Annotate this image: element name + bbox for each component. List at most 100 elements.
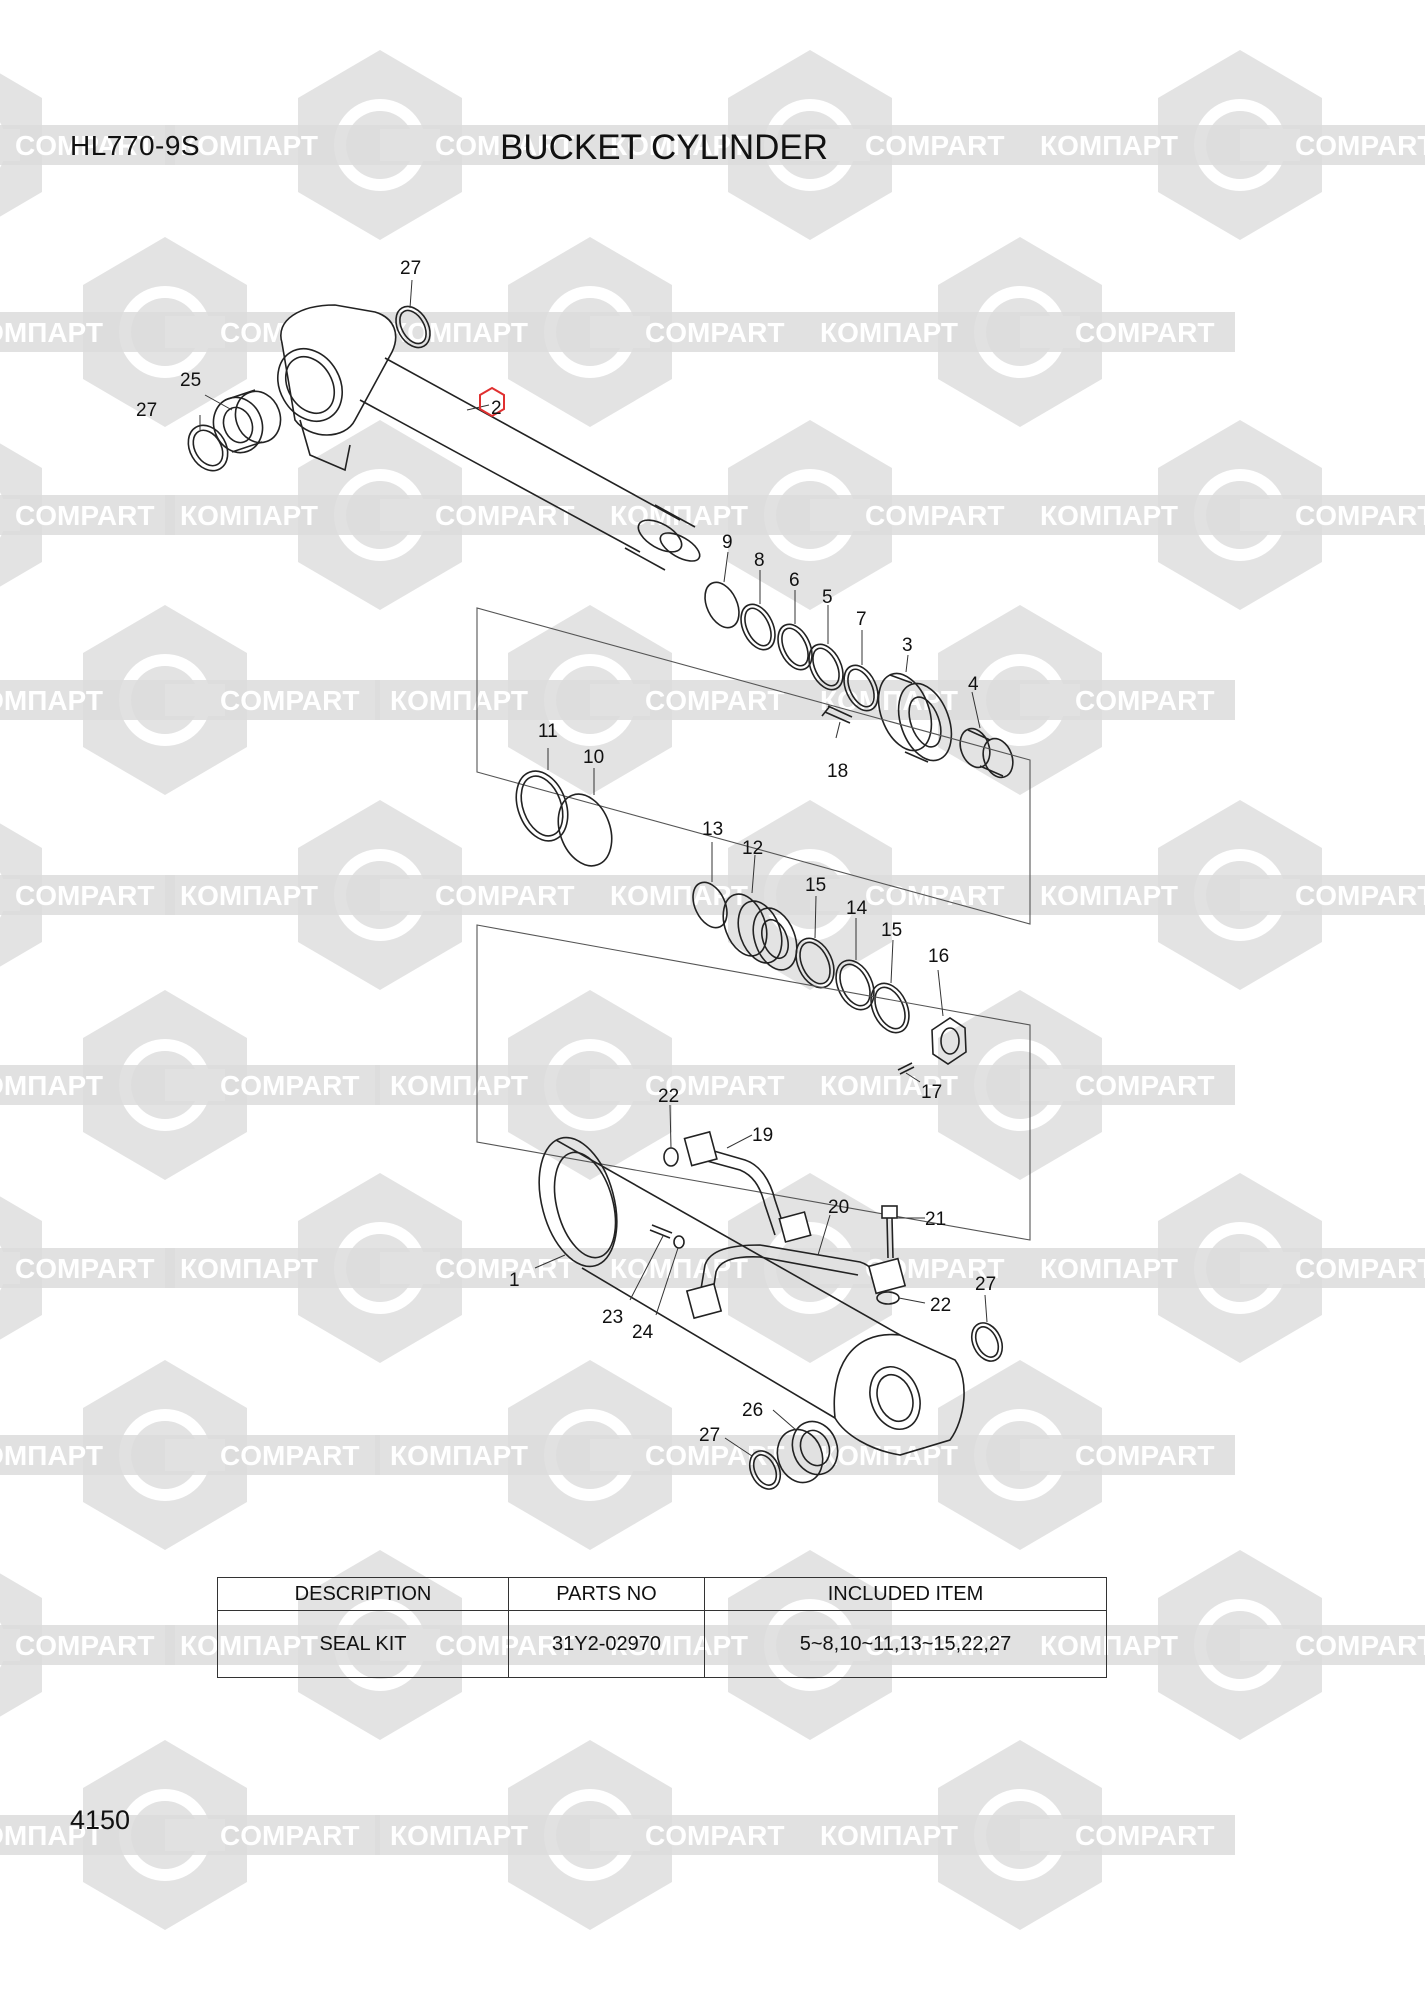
callout-5: 5 <box>822 587 833 608</box>
watermark-text-latin: COMPART <box>15 500 154 531</box>
watermark-text-cyrillic: КОМПАРТ <box>820 1070 958 1101</box>
cell-included-item: 5~8,10~11,13~15,22,27 <box>704 1610 1107 1678</box>
watermark-text-latin: COMPART <box>220 1820 359 1851</box>
watermark-text-cyrillic: КОМПАРТ <box>610 500 748 531</box>
watermark-text-cyrillic: КОМПАРТ <box>1040 500 1178 531</box>
watermark-text-latin: COMPART <box>645 1070 784 1101</box>
watermark-text-cyrillic: КОМПАРТ <box>0 1820 103 1851</box>
seal-5 <box>808 643 844 691</box>
watermark-text-cyrillic: КОМПАРТ <box>0 685 103 716</box>
watermark-text-cyrillic: КОМПАРТ <box>390 1820 528 1851</box>
bolt-23 <box>649 1224 673 1239</box>
seal-kit-table: DESCRIPTION PARTS NO INCLUDED ITEM SEAL … <box>217 1577 1107 1678</box>
watermark-text-latin: COMPART <box>435 500 574 531</box>
watermark-text-latin: COMPART <box>1295 880 1425 911</box>
callout-24: 24 <box>632 1322 654 1343</box>
page-number: 4150 <box>70 1805 131 1835</box>
rod-eye <box>277 304 397 472</box>
washer-24 <box>673 1235 685 1249</box>
watermark-text-latin: COMPART <box>15 1630 154 1661</box>
gland-3 <box>877 672 953 763</box>
cylinder-tube-1 <box>538 1136 965 1456</box>
o-ring-22-b <box>876 1291 900 1305</box>
watermark-text-latin: COMPART <box>865 500 1004 531</box>
callout-16: 16 <box>928 946 949 967</box>
callout-3: 3 <box>902 635 913 656</box>
watermark-text-cyrillic: КОМПАРТ <box>180 130 318 161</box>
bushing-4 <box>959 727 1014 779</box>
watermark-text-cyrillic: КОМПАРТ <box>1040 880 1178 911</box>
callout-10: 10 <box>583 747 604 768</box>
watermark-text-latin: COMPART <box>1295 1630 1425 1661</box>
watermark-text-latin: COMPART <box>435 130 574 161</box>
callout-8: 8 <box>754 550 765 571</box>
watermark-text-cyrillic: КОМПАРТ <box>0 317 103 348</box>
callout-13: 13 <box>702 819 723 840</box>
page-title: BUCKET CYLINDER <box>500 128 829 167</box>
watermark-text-latin: COMPART <box>435 880 574 911</box>
pipe-20 <box>699 1244 879 1296</box>
ring-15-b <box>870 982 910 1034</box>
wiper-ring-27-top <box>395 305 431 349</box>
o-ring-22-a <box>663 1147 679 1167</box>
callout-18: 18 <box>827 761 848 782</box>
callout-1: 1 <box>509 1270 520 1291</box>
seal-8 <box>740 603 776 651</box>
callout-23: 23 <box>602 1307 623 1328</box>
callout-9: 9 <box>722 532 733 553</box>
watermark-text-cyrillic: КОМПАРТ <box>180 880 318 911</box>
watermark-text-latin: COMPART <box>865 130 1004 161</box>
callout-19: 19 <box>752 1125 773 1146</box>
watermark-text-cyrillic: КОМПАРТ <box>0 1440 103 1471</box>
callout-20: 20 <box>828 1197 849 1218</box>
watermark-text-latin: COMPART <box>1075 1440 1214 1471</box>
header-description: DESCRIPTION <box>217 1577 509 1611</box>
snap-ring-9 <box>704 581 740 629</box>
callout-2: 2 <box>491 398 502 419</box>
callout-27: 27 <box>699 1425 720 1446</box>
watermark-text-cyrillic: КОМПАРТ <box>390 1440 528 1471</box>
watermark-text-cyrillic: КОМПАРТ <box>610 130 748 161</box>
callout-6: 6 <box>789 570 800 591</box>
callout-22: 22 <box>930 1295 951 1316</box>
watermark-text-cyrillic: КОМПАРТ <box>0 1070 103 1101</box>
bolt-21 <box>886 1217 894 1259</box>
o-ring-13 <box>692 881 728 929</box>
watermark-text-latin: COMPART <box>220 1070 359 1101</box>
seal-6 <box>777 623 813 671</box>
watermark-text-cyrillic: КОМПАРТ <box>390 1070 528 1101</box>
bolt-18 <box>821 705 853 724</box>
assembly-bracket-lower <box>476 924 1031 1241</box>
watermark-text-cyrillic: КОМПАРТ <box>390 685 528 716</box>
callout-4: 4 <box>968 674 979 695</box>
watermark-text-cyrillic: КОМПАРТ <box>180 1253 318 1284</box>
watermark-text-latin: COMPART <box>1075 685 1214 716</box>
cell-parts-no: 31Y2-02970 <box>508 1610 705 1678</box>
callout-12: 12 <box>742 838 763 859</box>
callout-17: 17 <box>921 1082 942 1103</box>
o-ring-10 <box>557 793 613 867</box>
model-code: HL770-9S <box>70 130 201 161</box>
watermark-text-cyrillic: КОМПАРТ <box>1040 130 1178 161</box>
watermark-text-latin: COMPART <box>15 130 154 161</box>
watermark-text-latin: COMPART <box>1075 1820 1214 1851</box>
watermark-text-latin: COMPART <box>15 880 154 911</box>
highlight-marker-2 <box>479 386 505 418</box>
set-screw-17 <box>897 1062 915 1075</box>
callout-27: 27 <box>136 400 157 421</box>
ring-14 <box>835 959 875 1011</box>
watermark-text-cyrillic: КОМПАРТ <box>1040 1253 1178 1284</box>
callout-27: 27 <box>975 1274 996 1295</box>
watermark-text-latin: COMPART <box>645 1820 784 1851</box>
watermark-text-cyrillic: КОМПАРТ <box>610 1253 748 1284</box>
wiper-ring-27-bottom <box>748 1450 782 1490</box>
callout-14: 14 <box>846 898 868 919</box>
watermark-text-latin: COMPART <box>15 1253 154 1284</box>
watermark-text-latin: COMPART <box>1295 500 1425 531</box>
callout-15: 15 <box>881 920 902 941</box>
callout-22: 22 <box>658 1086 679 1107</box>
wiper-ring-27-right <box>970 1322 1004 1362</box>
watermark-text-latin: COMPART <box>1075 317 1214 348</box>
header-parts-no: PARTS NO <box>508 1577 705 1611</box>
